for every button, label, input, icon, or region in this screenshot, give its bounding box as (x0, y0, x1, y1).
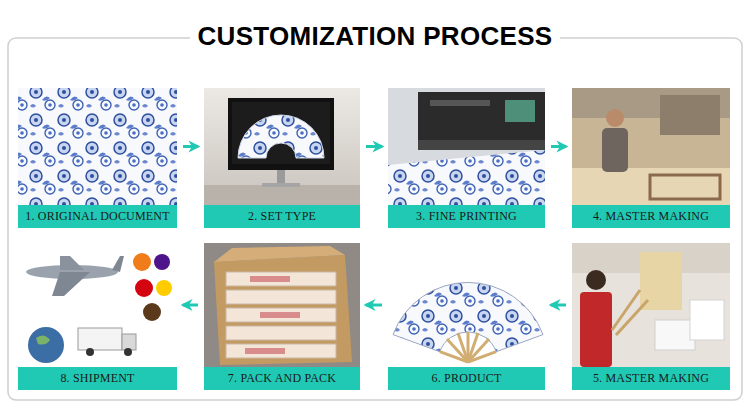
title-wrap: CUSTOMIZATION PROCESS (0, 20, 750, 52)
process-step: 7. PACK AND PACK (204, 243, 360, 390)
caption-band: 1. ORIGINAL DOCUMENT (18, 205, 177, 228)
step-caption: 5. MASTER MAKING (593, 371, 709, 386)
flow-arrow (366, 145, 382, 148)
flow-arrow (551, 304, 566, 307)
caption-band: 7. PACK AND PACK (204, 367, 360, 390)
caption-band: 5. MASTER MAKING (572, 367, 730, 390)
flow-arrow (183, 145, 198, 148)
step-caption: 2. SET TYPE (248, 209, 316, 224)
step-caption: 1. ORIGINAL DOCUMENT (25, 209, 170, 224)
step-caption: 3. FINE PRINTING (416, 209, 517, 224)
caption-band: 4. MASTER MAKING (572, 205, 730, 228)
flow-arrow (551, 145, 566, 148)
caption-band: 2. SET TYPE (204, 205, 360, 228)
diagram-title: CUSTOMIZATION PROCESS (190, 20, 561, 52)
step-caption: 6. PRODUCT (431, 371, 501, 386)
process-step: 5. MASTER MAKING (572, 243, 730, 390)
process-step: 2. SET TYPE (204, 88, 360, 228)
flow-arrow (366, 304, 382, 307)
step-caption: 8. SHIPMENT (60, 371, 134, 386)
step-caption: 4. MASTER MAKING (593, 209, 709, 224)
process-step: 8. SHIPMENT (18, 243, 177, 390)
flow-arrow (183, 304, 198, 307)
process-step: 3. FINE PRINTING (388, 88, 545, 228)
process-step: 1. ORIGINAL DOCUMENT (18, 88, 177, 228)
caption-band: 3. FINE PRINTING (388, 205, 545, 228)
caption-band: 6. PRODUCT (388, 367, 545, 390)
process-step: 6. PRODUCT (388, 243, 545, 390)
caption-band: 8. SHIPMENT (18, 367, 177, 390)
step-caption: 7. PACK AND PACK (228, 371, 336, 386)
process-step: 4. MASTER MAKING (572, 88, 730, 228)
